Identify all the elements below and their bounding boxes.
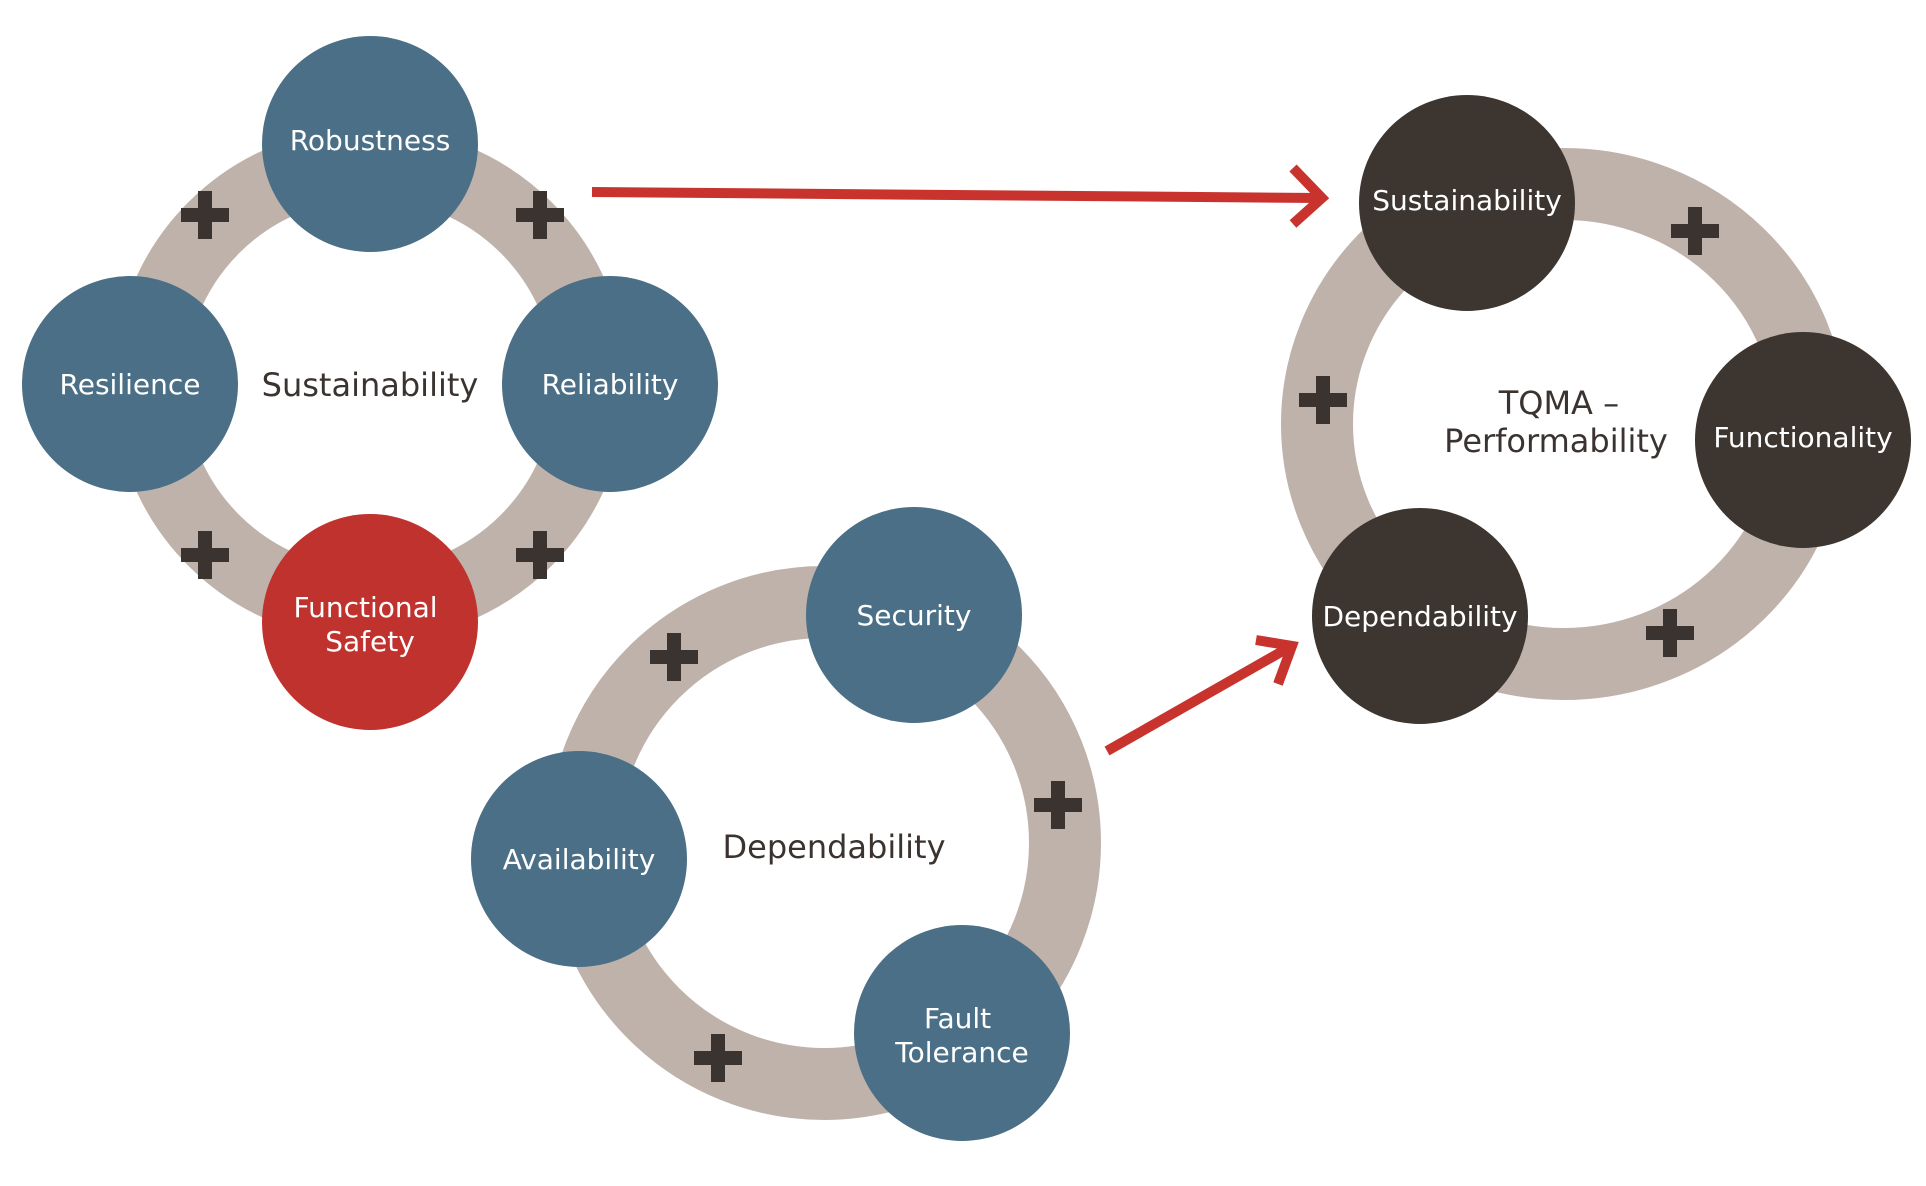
cluster-sustainability: Robustness Reliability Functional Safety… (22, 36, 718, 730)
node-label: Dependability (1322, 600, 1517, 633)
svg-text:Sustainability: Sustainability (1372, 184, 1562, 217)
node-label: Functionality (1713, 421, 1892, 454)
svg-text:Security: Security (857, 599, 972, 632)
svg-text:Fault Tolerance: Fault Tolerance (894, 1002, 1029, 1069)
node-tqma-dependability: Dependability (1312, 508, 1528, 724)
node-label: Security (857, 599, 972, 632)
node-label: Resilience (60, 368, 201, 401)
svg-text:Robustness: Robustness (290, 124, 451, 157)
node-label: Functional (294, 591, 438, 624)
svg-text:Functional Safety: Functional Safety (294, 591, 447, 658)
node-label: Availability (503, 843, 656, 876)
cluster-title: TQMA – Performability (1444, 384, 1668, 460)
svg-text:Reliability: Reliability (542, 368, 679, 401)
node-tqma-sustainability: Sustainability (1359, 95, 1575, 311)
node-security: Security (806, 507, 1022, 723)
node-label: Robustness (290, 124, 451, 157)
arrow-right-icon (591, 164, 1330, 228)
svg-text:Dependability: Dependability (1322, 600, 1517, 633)
node-tqma-functionality: Functionality (1695, 332, 1911, 548)
node-label: Fault (924, 1002, 991, 1035)
node-label: Reliability (542, 368, 679, 401)
node-fault-tolerance: Fault Tolerance (854, 925, 1070, 1141)
node-reliability: Reliability (502, 276, 718, 492)
node-label: Sustainability (1372, 184, 1562, 217)
arrow-right-icon (1104, 635, 1299, 756)
svg-text:Resilience: Resilience (60, 368, 201, 401)
node-functional-safety: Functional Safety (262, 514, 478, 730)
cluster-tqma: Sustainability Functionality Dependabili… (1281, 95, 1911, 724)
svg-text:Availability: Availability (503, 843, 656, 876)
node-resilience: Resilience (22, 276, 238, 492)
node-label: Safety (325, 625, 415, 658)
cluster-dependability: Security Fault Tolerance Availability De… (471, 507, 1101, 1141)
svg-text:Functionality: Functionality (1713, 421, 1892, 454)
node-label: Tolerance (894, 1036, 1029, 1069)
cluster-title: Sustainability (262, 366, 479, 404)
node-availability: Availability (471, 751, 687, 967)
cluster-title: Dependability (723, 828, 946, 866)
node-robustness: Robustness (262, 36, 478, 252)
